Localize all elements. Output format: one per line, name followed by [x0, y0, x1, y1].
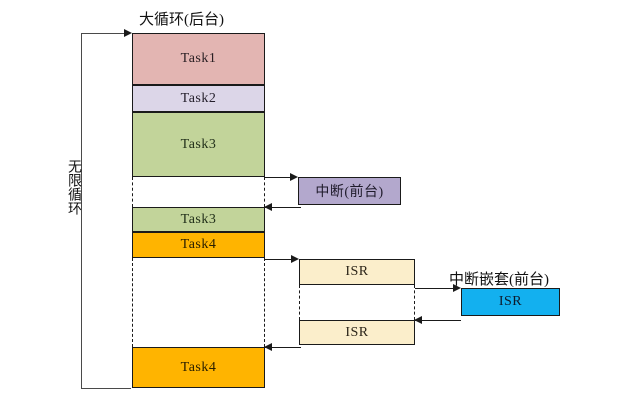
task-column-gap2-dash-right	[264, 258, 265, 347]
arrow-return-interrupt-head	[264, 202, 272, 211]
block-task3-resumed: Task3	[132, 207, 265, 232]
arrow-return-isr-line	[264, 347, 301, 348]
task-column-gap2-dash-left	[132, 258, 133, 347]
loop-bracket-top-arrowhead	[124, 28, 132, 37]
arrow-enter-isr-head	[291, 254, 299, 263]
arrow-return-isr-head	[264, 342, 272, 351]
block-task4-resumed: Task4	[132, 347, 265, 388]
arrow-enter-interrupt-head	[290, 172, 298, 181]
loop-bracket-label: 无限循环	[66, 159, 81, 215]
diagram-label-nested-interrupt: 中断嵌套(前台)	[449, 272, 549, 288]
arrow-enter-nested-isr-line	[415, 288, 454, 289]
block-interrupt-foreground: 中断(前台)	[298, 177, 401, 205]
task-column-gap1-dash-left	[132, 177, 133, 207]
arrow-enter-interrupt-line	[265, 177, 291, 178]
arrow-return-nested-isr-head	[414, 315, 422, 324]
block-task2: Task2	[132, 85, 265, 112]
block-isr-first: ISR	[299, 259, 415, 285]
loop-bracket-vertical-line	[81, 33, 82, 388]
block-isr-nested: ISR	[461, 288, 560, 316]
isr-gap-dash-right	[414, 285, 415, 320]
block-task1: Task1	[132, 33, 265, 85]
isr-gap-dash-left	[299, 285, 300, 320]
block-task3-first: Task3	[132, 112, 265, 177]
arrow-return-interrupt-line	[264, 207, 301, 208]
block-task4-first: Task4	[132, 232, 265, 258]
arrow-enter-isr-line	[265, 259, 292, 260]
diagram-title-main-loop: 大循环(后台)	[139, 12, 224, 28]
loop-bracket-bottom-line	[81, 388, 131, 389]
block-isr-resumed: ISR	[299, 320, 415, 345]
arrow-enter-nested-isr-head	[453, 283, 461, 292]
task-column-gap1-dash-right	[264, 177, 265, 207]
loop-bracket-top-line	[81, 33, 125, 34]
arrow-return-nested-isr-line	[414, 320, 461, 321]
